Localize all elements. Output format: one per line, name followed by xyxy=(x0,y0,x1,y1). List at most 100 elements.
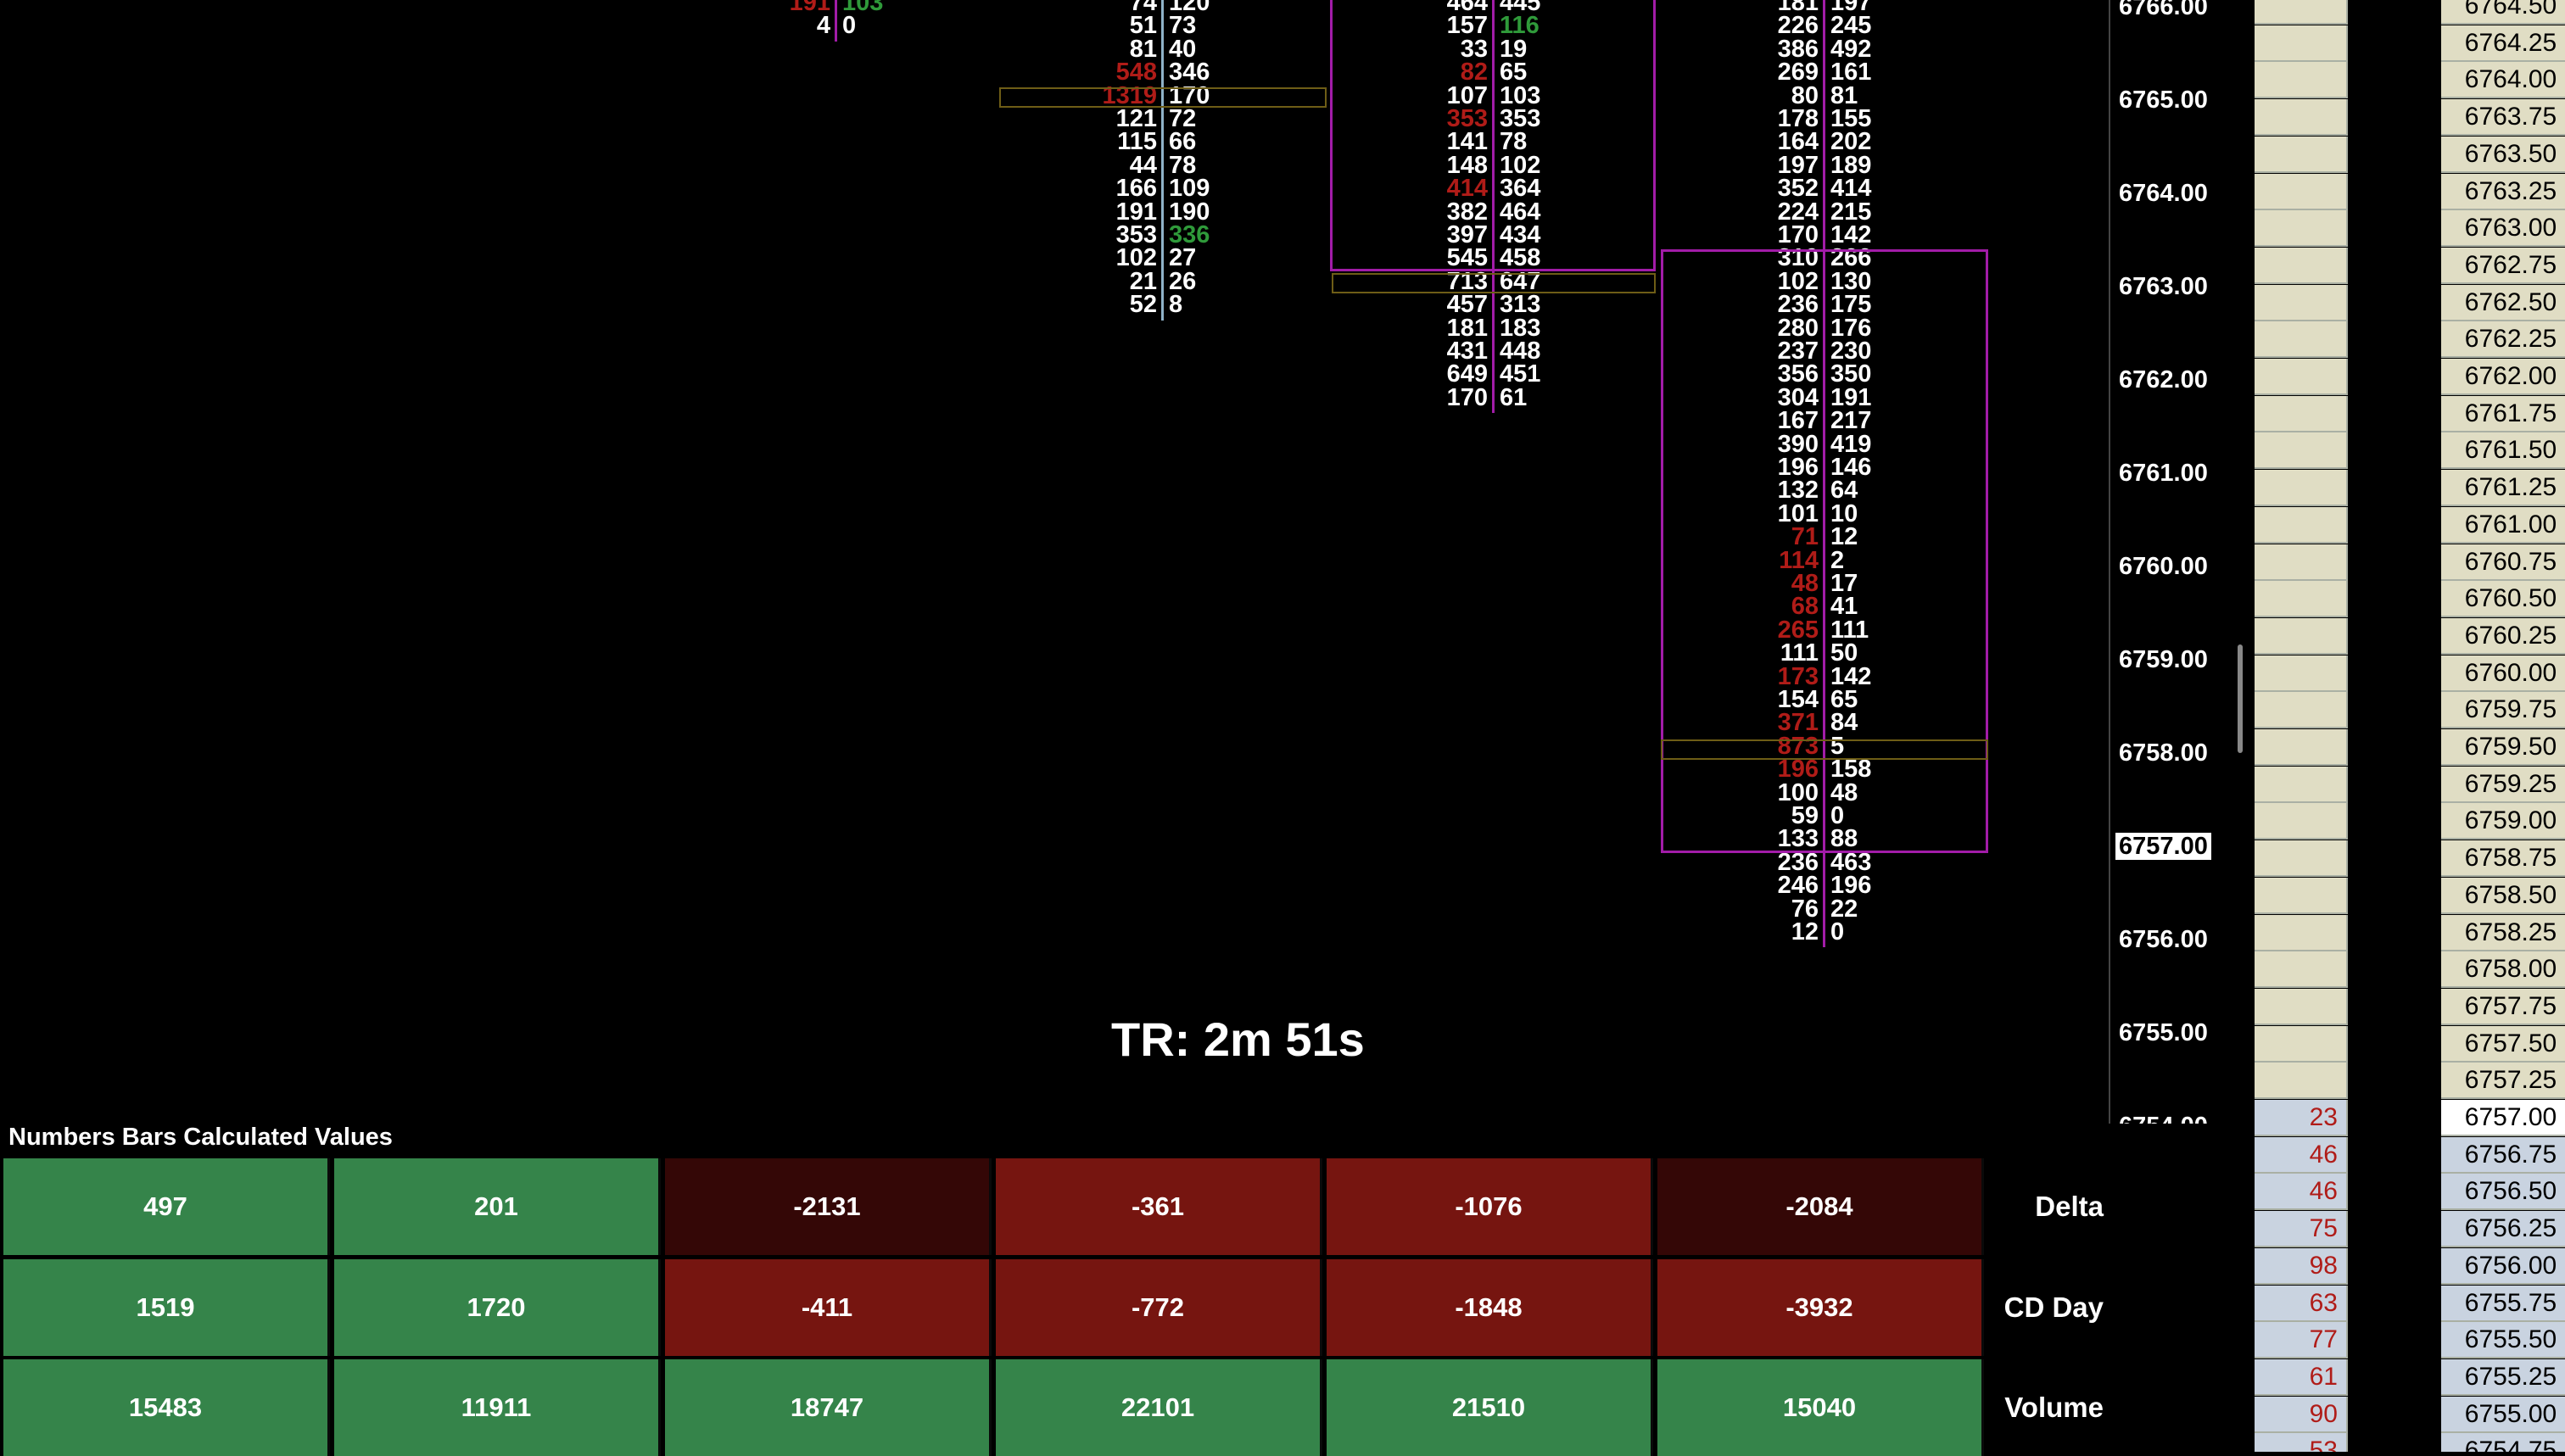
dom-ask-row[interactable]: 6758.0066 xyxy=(2255,951,2565,989)
ask-volume: 65 xyxy=(1500,59,1528,86)
dom-ask-row[interactable]: 6761.7562 xyxy=(2255,395,2565,432)
bid-volume: 236 xyxy=(1777,291,1819,319)
dom-ask-row[interactable]: 6758.7569 xyxy=(2255,840,2565,878)
bid-volume: 873 xyxy=(1777,732,1819,760)
ask-volume: 176 xyxy=(1830,314,1872,342)
dom-ask-row[interactable]: 6759.5087 xyxy=(2255,729,2565,766)
dom-price: 6759.00 xyxy=(2441,803,2565,840)
dom-ask-row[interactable]: 6757.7554 xyxy=(2255,988,2565,1025)
dom-ask-row[interactable]: 6761.2573 xyxy=(2255,470,2565,507)
price-label: 6765.00 xyxy=(2119,86,2208,114)
ask-volume: 448 xyxy=(1500,338,1541,365)
bid-volume: 114 xyxy=(1779,546,1819,574)
bid-volume: 154 xyxy=(1777,686,1819,713)
bid-size: 46 xyxy=(2255,1174,2348,1211)
dom-ask-row[interactable]: 6761.0065 xyxy=(2255,506,2565,544)
ask-volume: 109 xyxy=(1169,175,1210,203)
study-row-label: CD Day xyxy=(2003,1291,2104,1323)
dom-ask-row[interactable]: 6759.7574 xyxy=(2255,692,2565,729)
bid-size-cell xyxy=(2255,655,2348,692)
dom-ask-row[interactable]: 6760.2569 xyxy=(2255,617,2565,655)
dom-ask-row[interactable]: 6760.0071 xyxy=(2255,655,2565,692)
dom-price: 6757.75 xyxy=(2441,988,2565,1025)
bid-volume: 102 xyxy=(1777,267,1819,295)
study-cell: -2084 xyxy=(1657,1158,1984,1255)
bid-volume: 80 xyxy=(1791,81,1819,109)
dom-ask-row[interactable]: 6758.5070 xyxy=(2255,877,2565,914)
dom-ask-row[interactable]: 6762.2566 xyxy=(2255,321,2565,359)
bid-volume: 101 xyxy=(1777,499,1819,527)
bid-volume: 74 xyxy=(1129,0,1157,16)
dom-price: 6763.50 xyxy=(2441,136,2565,173)
dom-scrollbar[interactable] xyxy=(2238,644,2243,753)
dom-price: 6759.75 xyxy=(2441,692,2565,729)
ask-volume: 230 xyxy=(1830,338,1872,365)
dom-ask-row[interactable]: 6763.2560 xyxy=(2255,173,2565,210)
ask-volume: 0 xyxy=(842,12,857,40)
bid-volume: 196 xyxy=(1777,454,1819,481)
dom-price: 6760.75 xyxy=(2441,544,2565,581)
bid-size-cell xyxy=(2255,359,2348,395)
bid-size-cell xyxy=(2255,988,2348,1025)
dom-price: 6758.75 xyxy=(2441,840,2565,878)
dom-price: 6759.50 xyxy=(2441,729,2565,766)
bid-volume: 132 xyxy=(1777,477,1819,505)
ask-volume: 48 xyxy=(1830,778,1858,806)
dom-ask-row[interactable]: 6757.5066 xyxy=(2255,1025,2565,1063)
bid-size-cell xyxy=(2255,617,2348,655)
dom-ask-row[interactable]: 6763.0058 xyxy=(2255,210,2565,248)
ask-volume: 191 xyxy=(1830,383,1872,411)
dom-ask-row[interactable]: 6764.0055 xyxy=(2255,62,2565,99)
dom-ask-row[interactable]: 6759.2569 xyxy=(2255,766,2565,803)
bid-size-cell xyxy=(2255,581,2348,618)
dom-price: 6762.00 xyxy=(2441,359,2565,395)
study-row-label: Volume xyxy=(2004,1392,2104,1423)
bid-volume: 71 xyxy=(1791,523,1819,551)
dom-price: 6763.25 xyxy=(2441,173,2565,210)
dom-ask-row[interactable]: 6758.2557 xyxy=(2255,914,2565,951)
dom-price: 6758.25 xyxy=(2441,914,2565,951)
dom-price: 6760.25 xyxy=(2441,617,2565,655)
dom-ask-row[interactable]: 6762.0068 xyxy=(2255,359,2565,395)
bid-size-cell xyxy=(2255,1025,2348,1063)
ask-volume: 463 xyxy=(1830,848,1872,876)
dom-ask-row[interactable]: 6760.7562 xyxy=(2255,544,2565,581)
dom-ladder[interactable]: 6764.50546764.25576764.00556763.75646763… xyxy=(2255,0,2565,1452)
dom-ask-row[interactable]: 6757.2542 xyxy=(2255,1063,2565,1100)
price-label: 6764.00 xyxy=(2119,180,2208,207)
ask-volume: 17 xyxy=(1830,570,1858,597)
price-label: 6762.00 xyxy=(2119,366,2208,393)
ask-volume: 364 xyxy=(1500,175,1541,203)
dom-ask-row[interactable]: 6763.7564 xyxy=(2255,99,2565,137)
dom-ask-row[interactable]: 6762.7555 xyxy=(2255,247,2565,284)
dom-ask-row[interactable]: 6762.5059 xyxy=(2255,284,2565,321)
bid-size-cell xyxy=(2255,284,2348,321)
value-area-box xyxy=(1330,0,1656,271)
ask-volume: 217 xyxy=(1830,407,1872,435)
bid-size-cell xyxy=(2255,840,2348,878)
dom-ask-row[interactable]: 6763.5056 xyxy=(2255,136,2565,173)
dom-ask-row[interactable]: 6764.2557 xyxy=(2255,25,2565,62)
ask-volume: 103 xyxy=(842,0,884,16)
dom-ask-row[interactable]: 6759.0069 xyxy=(2255,803,2565,840)
ask-volume: 313 xyxy=(1500,291,1541,319)
ask-volume: 116 xyxy=(1500,12,1540,40)
study-cell: -2131 xyxy=(665,1158,992,1255)
study-cell: 1720 xyxy=(334,1259,661,1356)
ask-volume: 142 xyxy=(1830,221,1872,248)
dom-ask-row[interactable]: 6761.5055 xyxy=(2255,432,2565,470)
dom-ask-row[interactable]: 6764.5054 xyxy=(2255,0,2565,25)
